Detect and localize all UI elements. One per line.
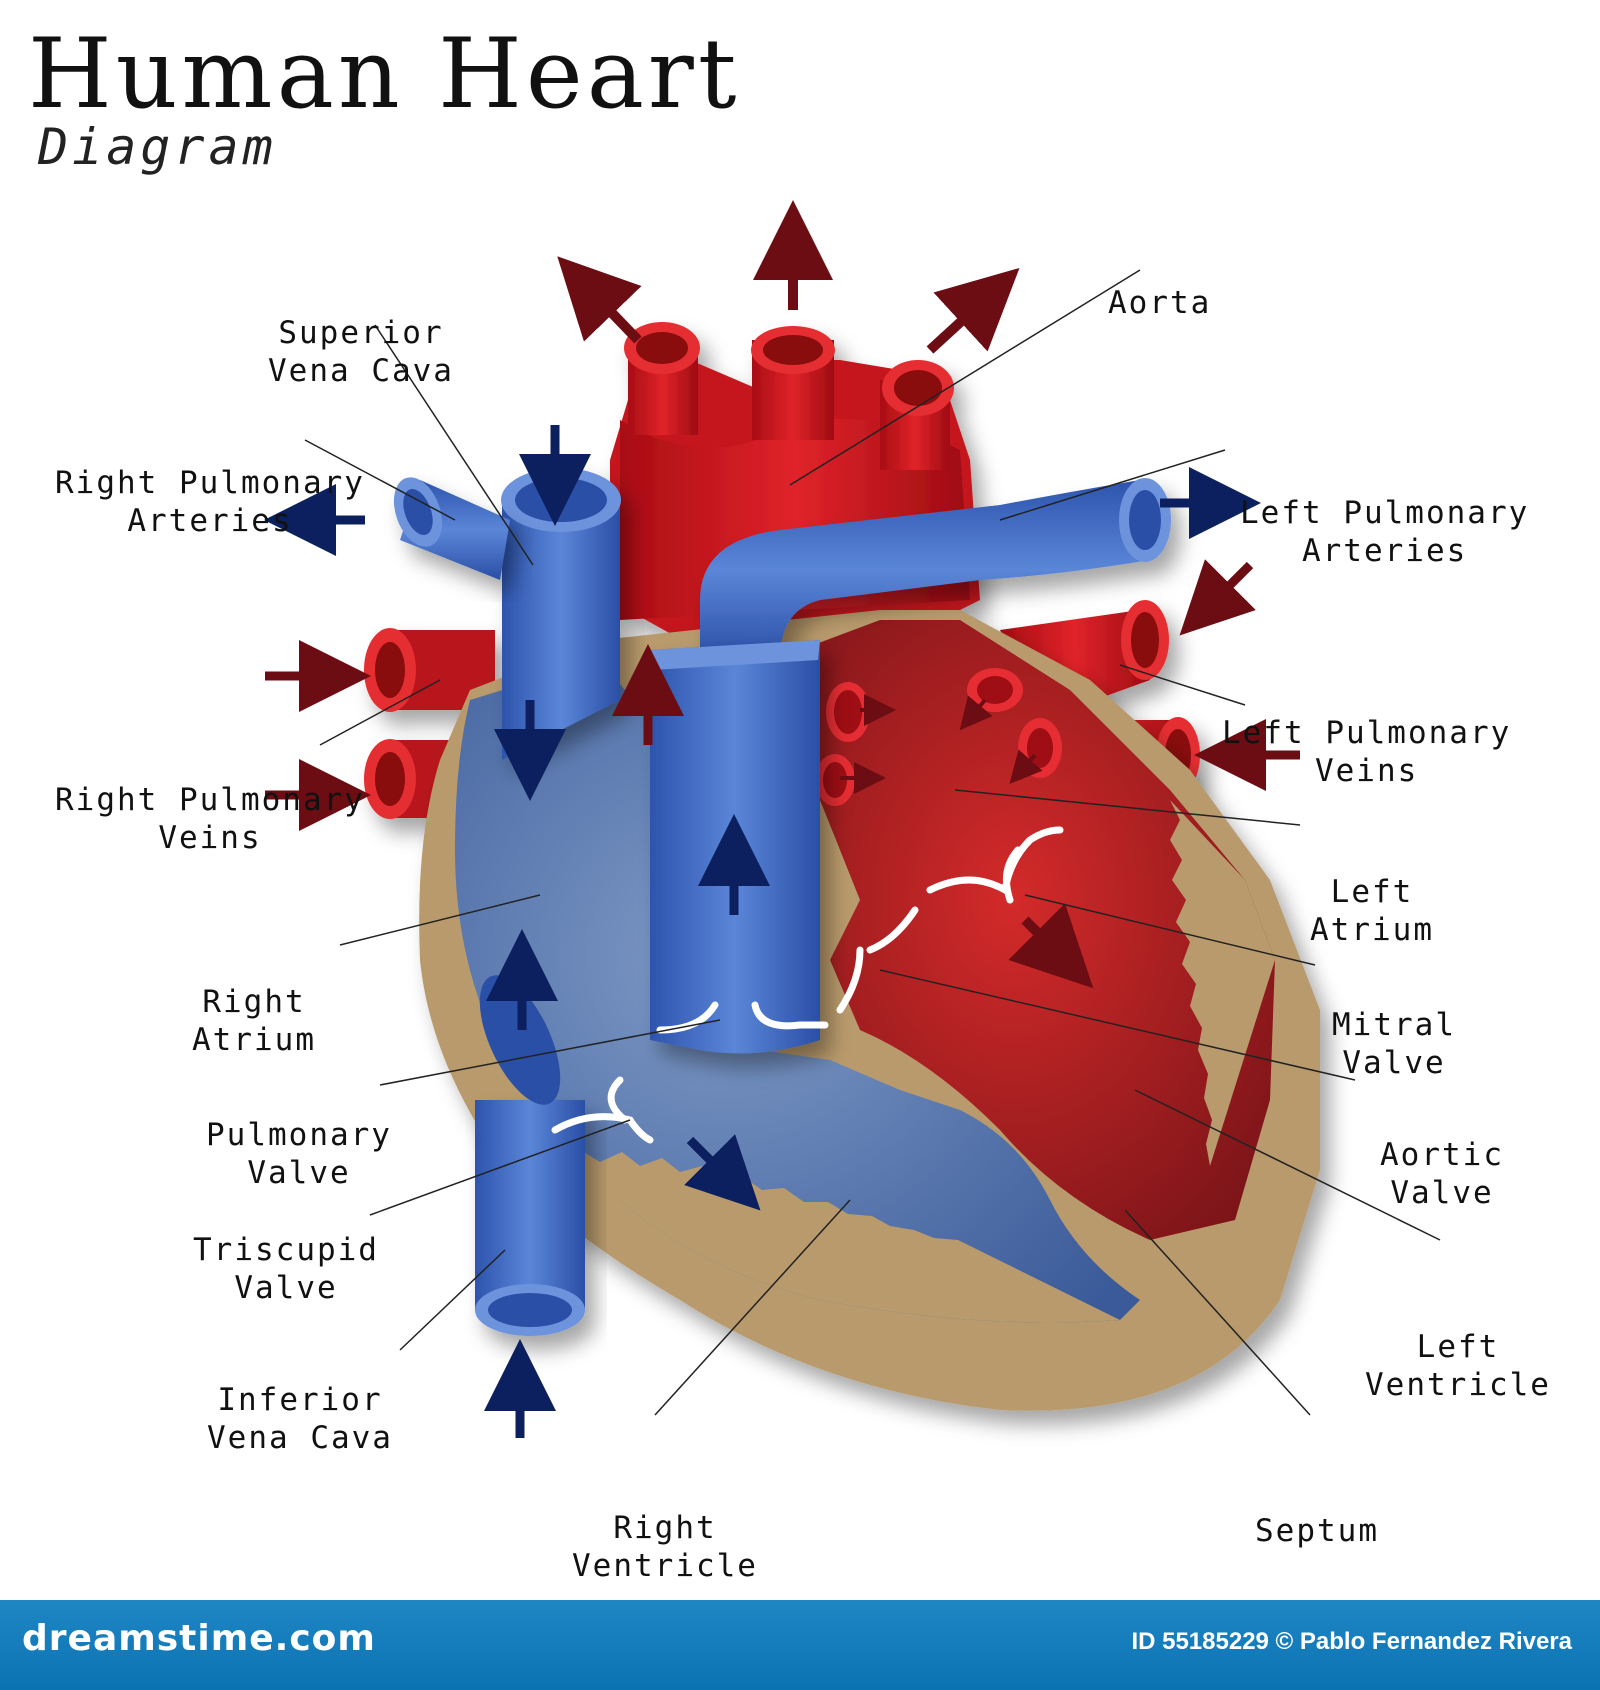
arrow-pv-in-4 [1009, 749, 1043, 784]
page-title: Human Heart [28, 18, 741, 130]
footer-site-link[interactable]: dreamstime.com [22, 1618, 376, 1659]
leader-left-ventricle [1134, 1089, 1441, 1241]
page-subtitle: Diagram [38, 118, 277, 176]
leader-left-atrium [954, 789, 1301, 826]
leader-septum [1124, 1209, 1311, 1416]
leader-right-pulmonary-veins [319, 679, 441, 746]
arrow-mitral-down [1008, 903, 1094, 989]
arrow-rv-down [684, 1134, 761, 1211]
footer-credit: ID 55185229 © Pablo Fernandez Rivera [1131, 1628, 1572, 1655]
leader-aortic-valve [879, 969, 1356, 1081]
tricuspid-opening [479, 975, 561, 1105]
arrow-aorta-left [557, 256, 642, 344]
leader-inferior-vena-cava [399, 1249, 506, 1351]
leader-pulmonary-valve [379, 1019, 721, 1086]
arrow-pv-in-3 [959, 695, 993, 731]
blood-flow-arrows [264, 200, 1300, 1438]
leader-aorta [789, 269, 1141, 486]
arrow-aorta-right [926, 267, 1020, 354]
label-aorta: Aorta [1108, 285, 1212, 321]
leader-right-atrium [339, 894, 541, 946]
heart-diagram [264, 200, 1441, 1438]
arrow-left-pv-upper [1179, 559, 1256, 636]
leader-right-ventricle [654, 1199, 851, 1416]
leader-superior-vena-cava [374, 324, 534, 566]
leader-triscupid-valve [369, 1119, 631, 1216]
pulmonary-trunk [650, 640, 820, 1054]
footer-bar: dreamstime.com ID 55185229 © Pablo Ferna… [0, 1600, 1600, 1690]
inferior-vena-cava [475, 1100, 585, 1336]
leader-left-pulmonary-veins [1119, 664, 1246, 706]
leader-left-pulmonary-arteries [999, 449, 1226, 521]
right-pulmonary-arteries [393, 477, 510, 580]
leader-right-pulmonary-arteries [304, 439, 456, 521]
left-pulmonary-arteries [700, 478, 1171, 660]
leader-mitral-valve [1024, 894, 1316, 966]
label-septum: Septum [1255, 1513, 1379, 1549]
leader-lines [304, 269, 1441, 1416]
